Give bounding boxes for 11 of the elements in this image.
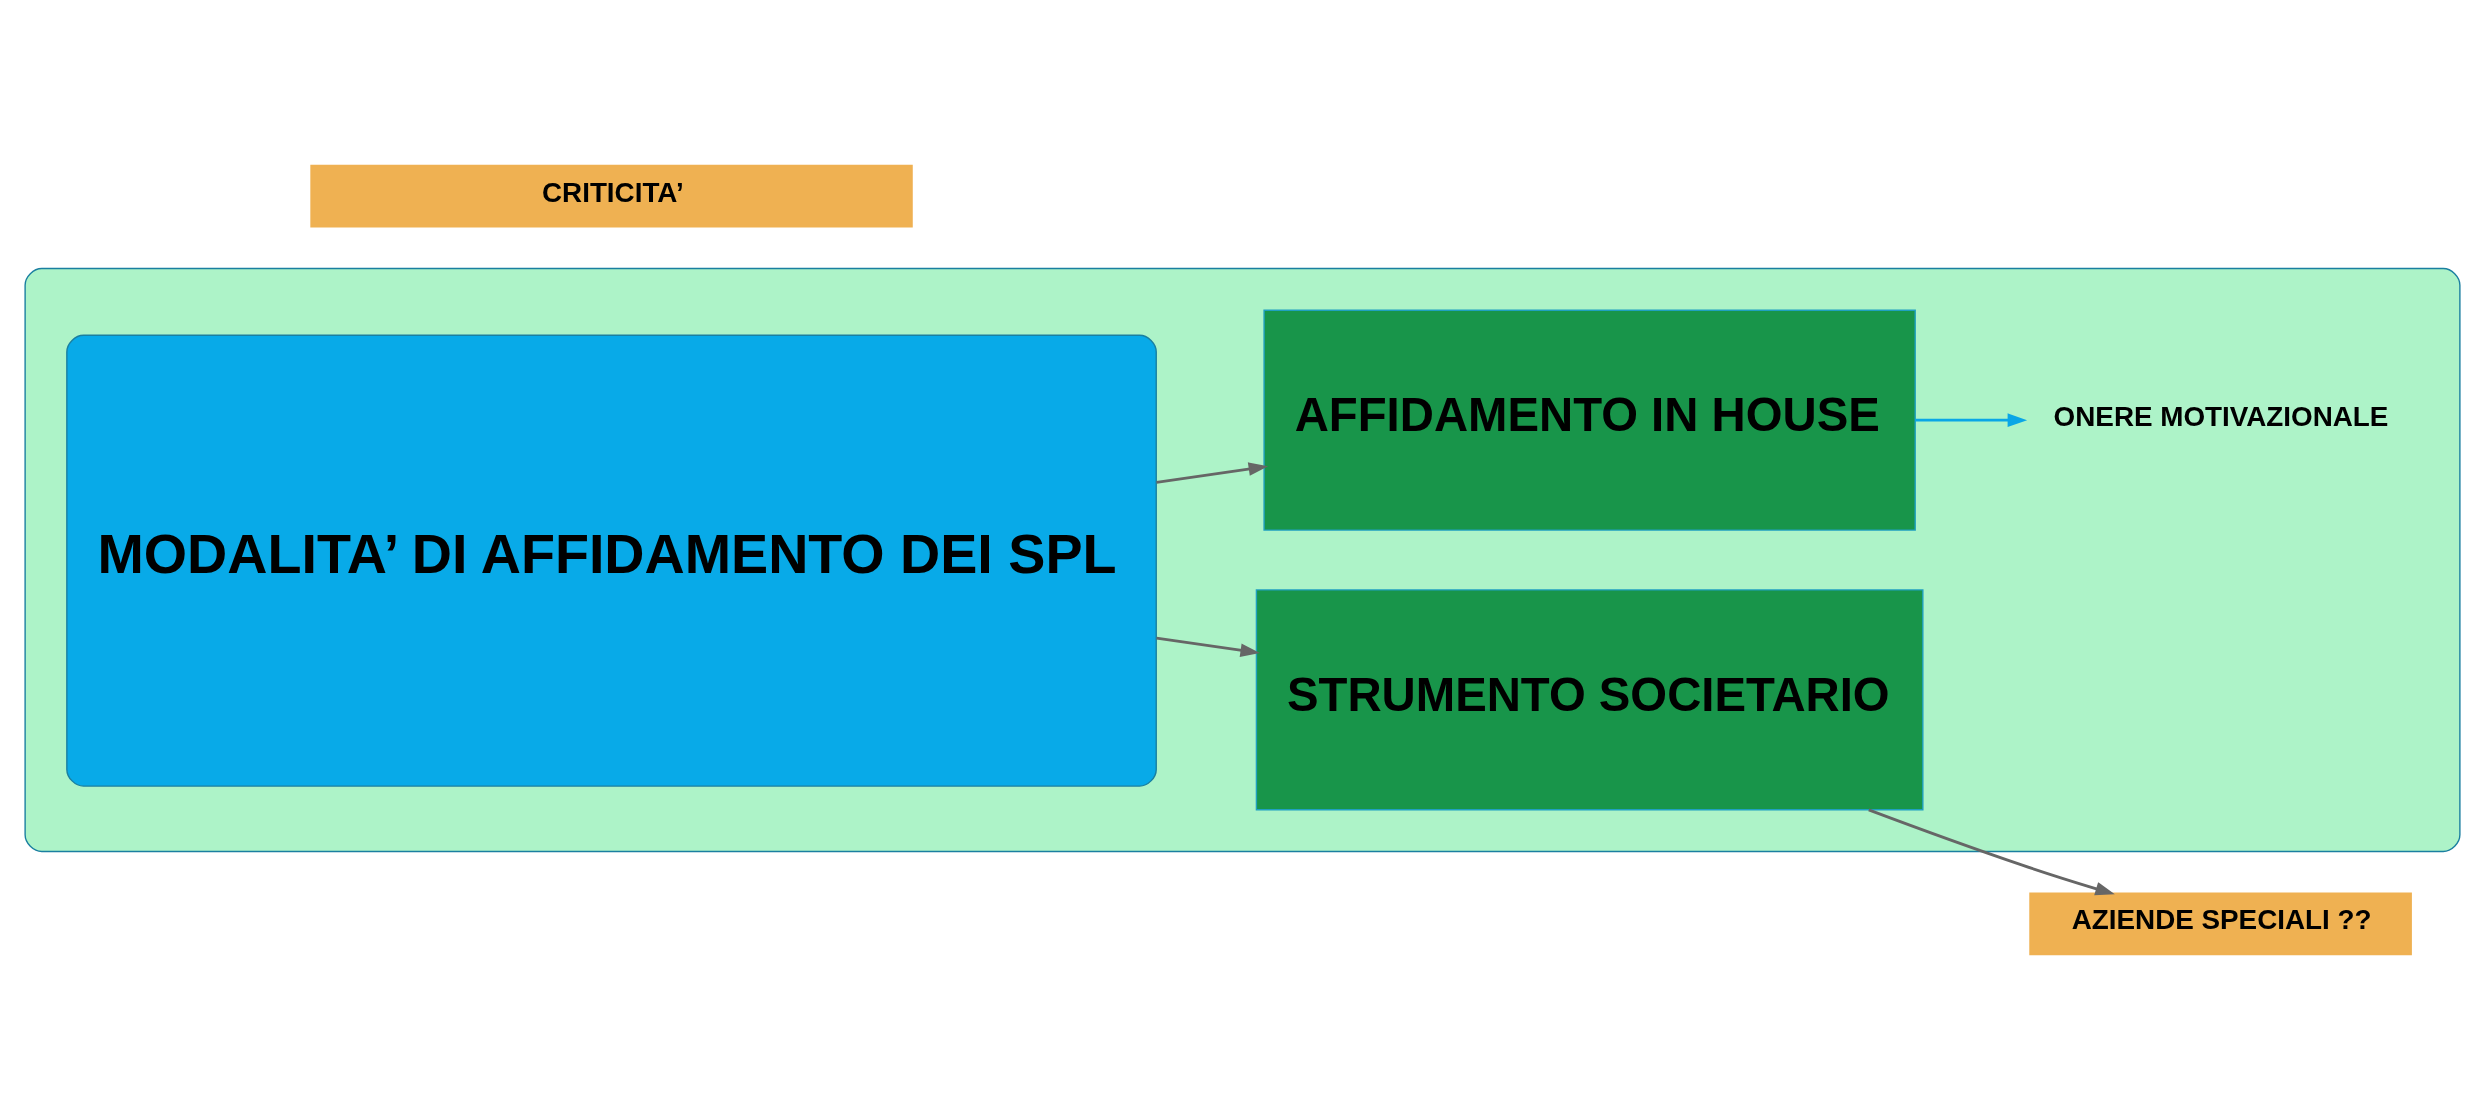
node-text: ONERE MOTIVAZIONALE	[2053, 400, 2389, 432]
node-box: AFFIDAMENTO IN HOUSE	[1263, 309, 1916, 531]
node-box: MODALITA’ DI AFFIDAMENTO DEI SPL	[66, 334, 1157, 787]
arrow	[1156, 462, 1269, 484]
node-box: STRUMENTO SOCIETARIO	[1255, 589, 1924, 811]
node-box: CRITICITA’	[310, 164, 913, 228]
cluster	[24, 267, 2461, 853]
node-box: AZIENDE SPECIALI ??	[2029, 892, 2412, 956]
arrow	[1915, 413, 2028, 427]
arrow	[1156, 636, 1260, 657]
arrow	[1868, 808, 2115, 896]
